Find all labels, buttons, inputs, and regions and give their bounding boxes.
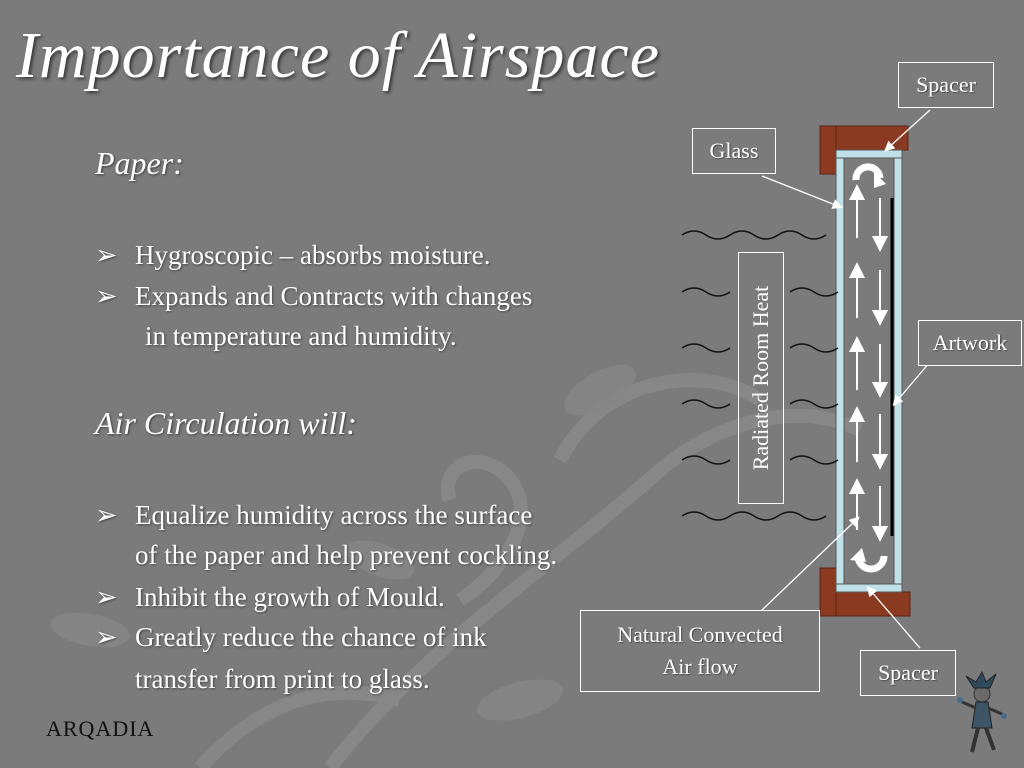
curl-arrow-top-icon xyxy=(852,163,884,181)
label-airflow: Natural Convected Air flow xyxy=(580,610,820,692)
callout-spacer-top xyxy=(884,109,931,152)
slide-title: Importance of Airspace xyxy=(16,19,661,92)
glass-pane-bottom xyxy=(835,583,903,593)
curl-arrow-top-head xyxy=(874,172,886,188)
bullet-equalize-cont: of the paper and help prevent cockling. xyxy=(135,540,558,570)
callout-airflow xyxy=(761,516,860,611)
label-radiated-heat: Radiated Room Heat xyxy=(748,285,773,471)
airflow-arrows xyxy=(849,184,888,542)
bullet-expands-cont: in temperature and humidity. xyxy=(145,321,457,351)
callout-artwork xyxy=(892,361,931,406)
bullet-reduce: ➢Greatly reduce the chance of ink xyxy=(95,622,487,652)
label-airflow-line1: Natural Convected xyxy=(617,622,783,647)
jester-figure-decoration xyxy=(957,670,1007,753)
label-airflow-line2: Air flow xyxy=(662,654,738,679)
air-circulation-heading: Air Circulation will: xyxy=(95,405,357,441)
curl-arrow-bottom-head xyxy=(850,548,866,562)
spacer-wood-top-left xyxy=(819,125,837,175)
glass-pane-top xyxy=(835,149,903,159)
bullet-arrow-icon: ➢ xyxy=(95,500,118,530)
glass-pane-right xyxy=(893,149,903,593)
bullet-reduce-cont: transfer from print to glass. xyxy=(135,664,430,694)
heat-wave-lines xyxy=(681,230,839,521)
glass-pane-left xyxy=(835,149,845,593)
bullet-arrow-icon: ➢ xyxy=(95,281,118,311)
bullet-arrow-icon: ➢ xyxy=(95,240,118,270)
arqadia-logo: ARQADIA xyxy=(46,716,155,741)
spacer-wood-bottom-left xyxy=(819,567,837,617)
bullet-arrow-icon: ➢ xyxy=(95,582,118,612)
label-spacer-bottom: Spacer xyxy=(860,650,956,696)
bullet-expands: ➢Expands and Contracts with changes xyxy=(95,281,533,311)
callout-spacer-bottom xyxy=(866,586,921,649)
label-glass: Glass xyxy=(692,128,776,174)
callout-glass xyxy=(761,175,843,209)
paper-heading: Paper: xyxy=(95,145,184,181)
bullet-arrow-icon: ➢ xyxy=(95,622,118,652)
bullet-inhibit: ➢Inhibit the growth of Mould. xyxy=(95,582,445,612)
label-artwork: Artwork xyxy=(918,320,1022,366)
bullet-hygroscopic: ➢Hygroscopic – absorbs moisture. xyxy=(95,240,491,270)
label-spacer-top: Spacer xyxy=(898,62,994,108)
bullet-equalize: ➢Equalize humidity across the surface xyxy=(95,500,533,530)
label-radiated-heat-box: Radiated Room Heat xyxy=(738,252,784,504)
